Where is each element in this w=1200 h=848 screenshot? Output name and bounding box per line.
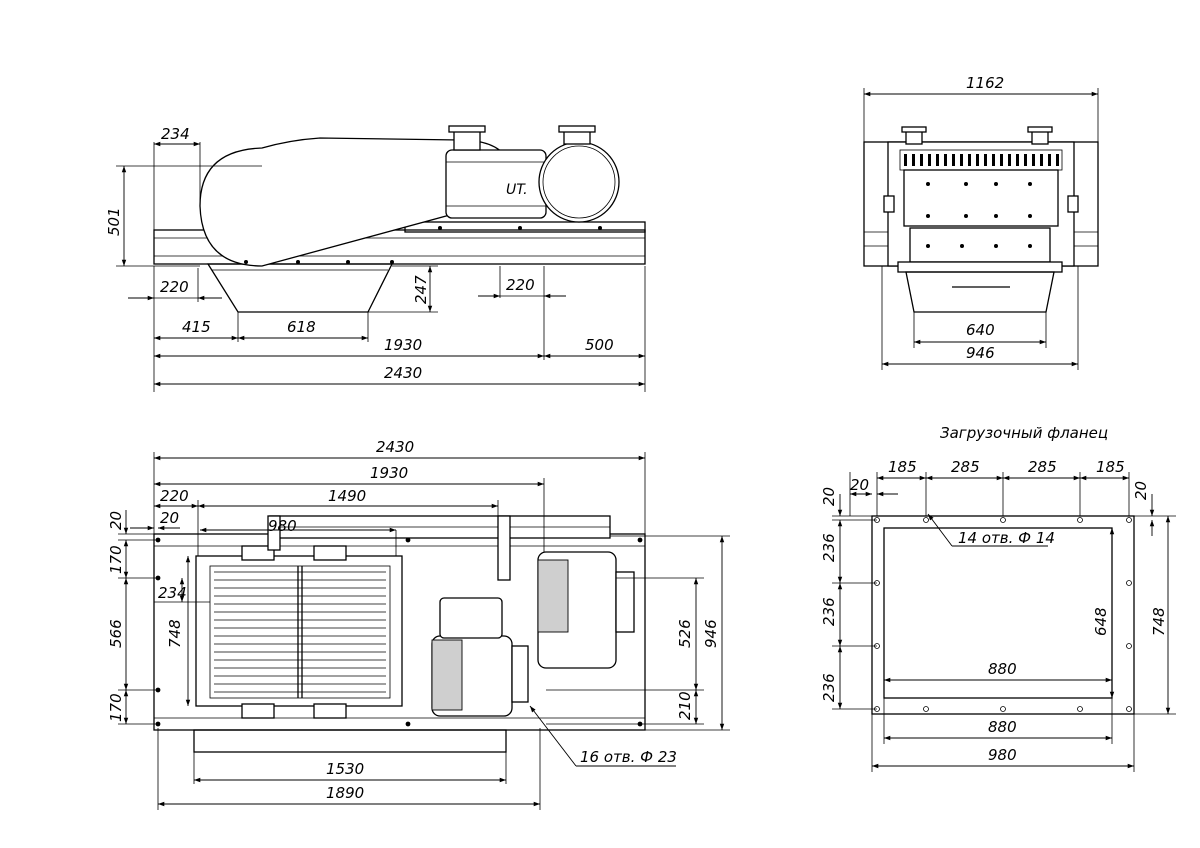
flange-dim-880-outer: 880 [988, 718, 1017, 736]
side-dim-2430: 2430 [384, 364, 422, 382]
side-dim-1930: 1930 [384, 336, 422, 354]
flange-dim-236-middle: 236 [820, 597, 838, 626]
plan-dim-1490: 1490 [328, 487, 366, 505]
plan-dim-1530: 1530 [326, 760, 364, 778]
plan-motor-upper-fins [537, 559, 569, 633]
flange-dim-748: 748 [1150, 607, 1168, 636]
end-teeth-marks [904, 154, 1059, 166]
flange-title: Загрузочный фланец [940, 424, 1108, 442]
base-bolts [244, 226, 602, 264]
end-view: 1162 640 946 [863, 74, 1099, 370]
plan-dim-20-horizontal: 20 [160, 509, 179, 527]
plan-dim-1930: 1930 [370, 464, 408, 482]
plan-view: 2430 1930 220 1490 20 980 20 170 566 170… [107, 438, 730, 810]
motor-fan-cover [538, 141, 620, 223]
flange-dim-285-right: 285 [1028, 458, 1057, 476]
side-dim-247: 247 [412, 275, 430, 304]
side-dim-618: 618 [287, 318, 316, 336]
plan-bottom-tray [193, 729, 507, 753]
plan-dim-1890: 1890 [326, 784, 364, 802]
flange-dim-20-right: 20 [1132, 481, 1150, 500]
motor-mark: UT. [506, 182, 528, 198]
plan-dim-234: 234 [158, 584, 187, 602]
flange-dim-980: 980 [988, 746, 1017, 764]
plan-dim-566: 566 [107, 619, 125, 648]
side-dim-234: 234 [161, 125, 190, 143]
plan-dim-946: 946 [702, 619, 720, 648]
plan-motor-lower-fins [431, 639, 463, 711]
plan-dim-526: 526 [676, 619, 694, 648]
end-dim-1162: 1162 [966, 74, 1004, 92]
plan-dim-170-bottom: 170 [107, 693, 125, 722]
flange-dim-285-left: 285 [951, 458, 980, 476]
plan-rotor-blades [214, 566, 386, 698]
flange-dim-20-top: 20 [850, 476, 869, 494]
side-dim-500: 500 [585, 336, 614, 354]
end-dim-640: 640 [966, 321, 995, 339]
flange-dim-20-left: 20 [820, 487, 838, 506]
plan-dim-170-top: 170 [107, 545, 125, 574]
plan-dim-980: 980 [268, 517, 297, 535]
plan-holes-note: 16 отв. Ф 23 [580, 748, 677, 766]
plan-dim-748: 748 [166, 619, 184, 648]
flange-view: Загрузочный фланец 185 285 285 185 20 14… [820, 424, 1176, 772]
flange-dim-236-bottom: 236 [820, 673, 838, 702]
side-dim-220-left: 220 [160, 278, 189, 296]
side-dim-501: 501 [105, 207, 123, 236]
plan-bearing-1 [241, 545, 275, 561]
side-dim-220-right: 220 [506, 276, 535, 294]
end-lower-housing [909, 227, 1051, 263]
plan-crusher-body [195, 555, 403, 707]
plan-dim-210: 210 [676, 691, 694, 720]
flange-dim-648: 648 [1092, 607, 1110, 636]
flange-dim-185-right: 185 [1096, 458, 1125, 476]
motor-body [445, 149, 547, 219]
flange-dim-236-top: 236 [820, 533, 838, 562]
side-dim-415: 415 [182, 318, 211, 336]
plan-bearing-2 [313, 545, 347, 561]
side-view: UT. 234 501 220 [105, 125, 646, 392]
hopper [206, 263, 394, 313]
flange-holes-note: 14 отв. Ф 14 [958, 529, 1055, 547]
plan-dim-20-vertical: 20 [107, 511, 125, 530]
flange-dim-185-left: 185 [888, 458, 917, 476]
plan-dim-220: 220 [160, 487, 189, 505]
end-hopper [905, 271, 1055, 313]
terminal-box-1 [453, 129, 481, 151]
flange-dim-880-inner: 880 [988, 660, 1017, 678]
end-dim-946: 946 [966, 344, 995, 362]
plan-dim-2430: 2430 [376, 438, 414, 456]
plan-bearing-4 [313, 703, 347, 719]
plan-bearing-3 [241, 703, 275, 719]
base-frame [153, 229, 646, 265]
